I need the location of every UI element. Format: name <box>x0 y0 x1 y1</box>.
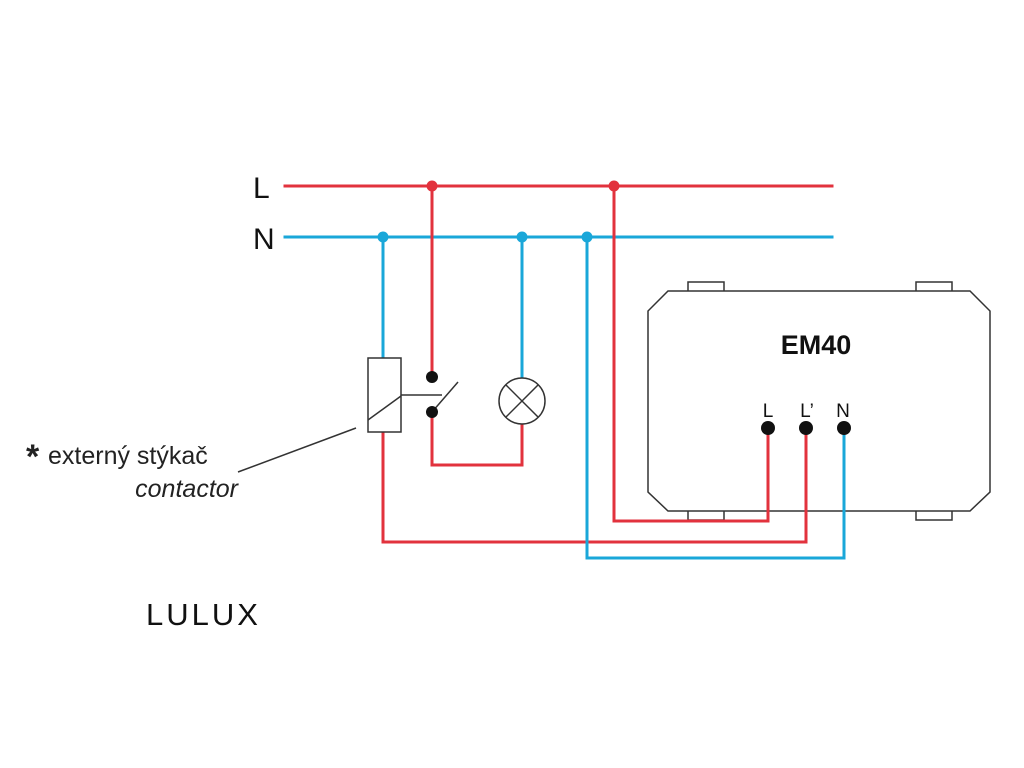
em40-title: EM40 <box>781 330 852 360</box>
wire-n-to-em40-n <box>585 235 846 560</box>
label-line-n: N <box>253 223 275 256</box>
brand-logo-text: LULUX <box>146 597 261 632</box>
em40-terminal-l <box>761 421 775 435</box>
switch-terminal-top <box>426 371 438 383</box>
lamp-symbol <box>498 377 546 425</box>
junction-l-1 <box>426 180 438 192</box>
lamp-cross-b <box>505 384 539 418</box>
junction-n-3 <box>581 231 593 243</box>
junction-l-2 <box>608 180 620 192</box>
label-line-l: L <box>253 172 270 205</box>
contactor-note-en: contactor <box>135 475 240 503</box>
em40-terminal-l-prime <box>799 421 813 435</box>
em40-terminal-n <box>837 421 851 435</box>
switch-terminal-bottom <box>426 406 438 418</box>
contactor-coil-body <box>367 357 402 433</box>
em40-terminal-label-l-prime: L’ <box>800 401 814 422</box>
junction-n-2 <box>516 231 528 243</box>
em40-device: EM40 L L’ N <box>647 281 991 521</box>
em40-terminal-label-n: N <box>836 401 850 422</box>
contactor-note-star: * <box>26 438 40 476</box>
contactor-leader-line <box>237 427 357 473</box>
em40-terminal-label-l: L <box>763 401 774 422</box>
wire-coil-to-em40-l-prime <box>381 426 808 544</box>
wire-l-to-em40-l <box>612 184 770 523</box>
contactor-switch <box>426 371 459 418</box>
junction-n-1 <box>377 231 389 243</box>
contactor-coil <box>237 357 442 473</box>
contactor-note-sk: externý stýkač <box>48 442 208 470</box>
wire-contact-to-lamp <box>430 410 524 467</box>
em40-body <box>647 290 991 512</box>
switch-contact-blade <box>431 381 459 413</box>
contactor-coil-diagonal <box>367 395 402 421</box>
